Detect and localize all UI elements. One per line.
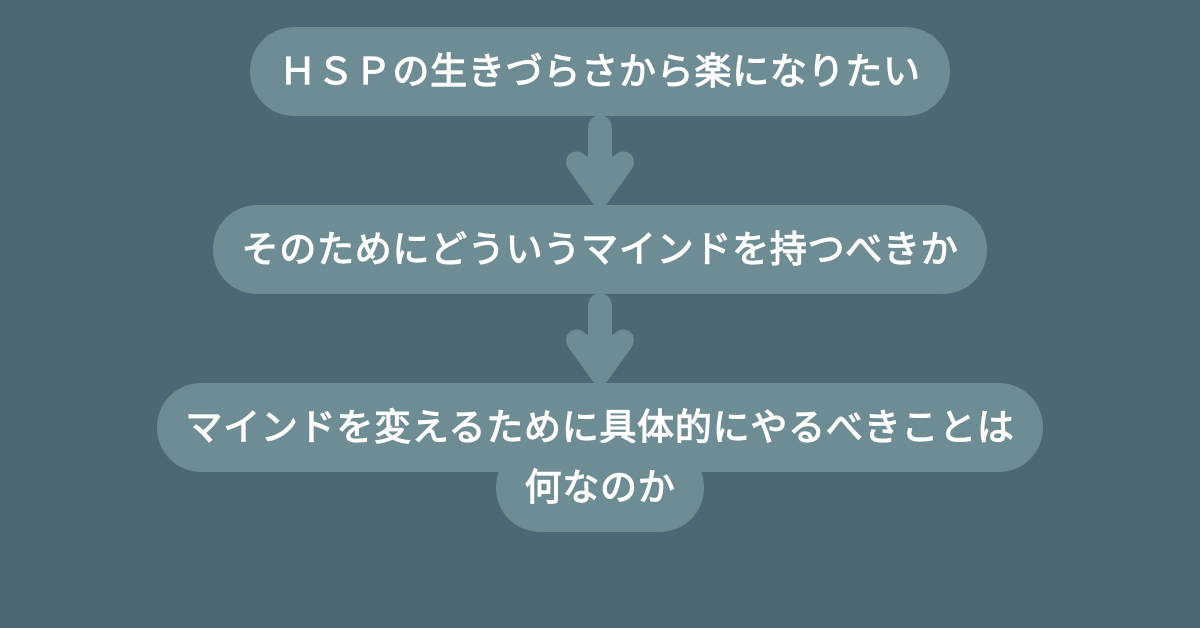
arrow-down-icon xyxy=(565,115,635,208)
flow-step-2-label: そのためにどういうマインドを持つべきか xyxy=(212,205,988,295)
flow-step-3-line-2: 何なのか xyxy=(524,465,676,509)
flow-step-3-line-1: マインドを変えるために具体的にやるべきことは xyxy=(185,406,1015,450)
flow-step-2: そのためにどういうマインドを持つべきか xyxy=(190,205,1010,295)
flow-step-3-label: マインドを変えるために具体的にやるべきことは​何なのか xyxy=(156,383,1044,532)
arrow-down-icon xyxy=(565,293,635,386)
flow-step-1-label: ＨＳＰの生きづらさから楽になりたい xyxy=(250,27,950,116)
flow-step-3: マインドを変えるために具体的にやるべきことは​何なのか xyxy=(150,383,1050,532)
flow-step-1: ＨＳＰの生きづらさから楽になりたい xyxy=(232,27,968,116)
